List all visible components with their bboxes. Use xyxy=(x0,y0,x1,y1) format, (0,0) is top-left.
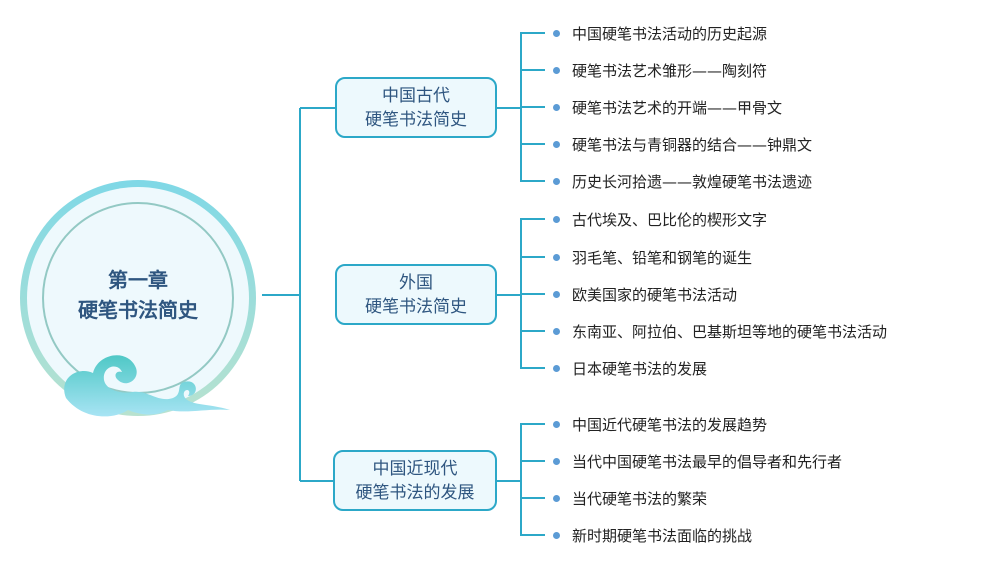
list-item[interactable]: 中国近代硬笔书法的发展趋势 xyxy=(553,414,767,434)
root-title-line2: 硬笔书法简史 xyxy=(78,298,198,322)
list-item-label: 硬笔书法艺术雏形——陶刻符 xyxy=(572,61,768,80)
list-item[interactable]: 硬笔书法与青铜器的结合——钟鼎文 xyxy=(553,134,812,154)
list-item-label: 新时期硬笔书法面临的挑战 xyxy=(572,526,753,545)
branch-foreign[interactable]: 外国 硬笔书法简史 xyxy=(335,264,497,325)
list-item-label: 当代硬笔书法的繁荣 xyxy=(572,489,708,508)
list-item[interactable]: 东南亚、阿拉伯、巴基斯坦等地的硬笔书法活动 xyxy=(553,321,887,341)
list-item[interactable]: 中国硬笔书法活动的历史起源 xyxy=(553,23,767,43)
branch-title-line2: 硬笔书法简史 xyxy=(365,296,467,317)
list-item[interactable]: 历史长河拾遗——敦煌硬笔书法遗迹 xyxy=(553,171,812,191)
branch-title-line2: 硬笔书法简史 xyxy=(365,109,467,130)
bullet-dot-icon xyxy=(553,215,560,223)
root-title: 第一章 硬笔书法简史 xyxy=(27,265,249,325)
list-item-label: 中国近代硬笔书法的发展趋势 xyxy=(572,415,768,434)
branch-modern-china[interactable]: 中国近现代 硬笔书法的发展 xyxy=(333,450,497,511)
bullet-dot-icon xyxy=(553,253,560,261)
list-item-label: 东南亚、阿拉伯、巴基斯坦等地的硬笔书法活动 xyxy=(572,322,888,341)
bullet-dot-icon xyxy=(553,177,560,185)
bullet-dot-icon xyxy=(553,531,560,539)
list-item[interactable]: 羽毛笔、铅笔和钢笔的诞生 xyxy=(553,247,752,267)
list-item[interactable]: 硬笔书法艺术的开端——甲骨文 xyxy=(553,97,782,117)
branch-title-line1: 中国近现代 xyxy=(372,458,458,479)
bullet-dot-icon xyxy=(553,327,560,335)
branch-title-line1: 外国 xyxy=(399,272,433,293)
root-title-line1: 第一章 xyxy=(108,268,168,292)
bullet-dot-icon xyxy=(553,103,560,111)
list-item[interactable]: 欧美国家的硬笔书法活动 xyxy=(553,284,737,304)
bullet-dot-icon xyxy=(553,66,560,74)
branch-title-line2: 硬笔书法的发展 xyxy=(355,482,475,503)
list-item-label: 硬笔书法艺术的开端——甲骨文 xyxy=(572,98,783,117)
bullet-dot-icon xyxy=(553,140,560,148)
list-item[interactable]: 硬笔书法艺术雏形——陶刻符 xyxy=(553,60,767,80)
list-item[interactable]: 当代中国硬笔书法最早的倡导者和先行者 xyxy=(553,451,842,471)
list-item[interactable]: 新时期硬笔书法面临的挑战 xyxy=(553,525,752,545)
branch-title-line1: 中国古代 xyxy=(382,85,450,106)
bullet-dot-icon xyxy=(553,29,560,37)
list-item[interactable]: 当代硬笔书法的繁荣 xyxy=(553,488,707,508)
list-item-label: 古代埃及、巴比伦的楔形文字 xyxy=(572,210,768,229)
list-item-label: 欧美国家的硬笔书法活动 xyxy=(572,285,738,304)
list-item-label: 中国硬笔书法活动的历史起源 xyxy=(572,24,768,43)
bullet-dot-icon xyxy=(553,420,560,428)
cloud-icon xyxy=(64,355,230,417)
list-item[interactable]: 日本硬笔书法的发展 xyxy=(553,358,707,378)
list-item-label: 历史长河拾遗——敦煌硬笔书法遗迹 xyxy=(572,172,813,191)
bullet-dot-icon xyxy=(553,457,560,465)
bullet-dot-icon xyxy=(553,364,560,372)
list-item-label: 硬笔书法与青铜器的结合——钟鼎文 xyxy=(572,135,813,154)
list-item-label: 日本硬笔书法的发展 xyxy=(572,359,708,378)
bullet-dot-icon xyxy=(553,494,560,502)
root-node[interactable]: 第一章 硬笔书法简史 xyxy=(20,180,256,416)
branch-ancient-china[interactable]: 中国古代 硬笔书法简史 xyxy=(335,77,497,138)
list-item-label: 羽毛笔、铅笔和钢笔的诞生 xyxy=(572,248,753,267)
bullet-dot-icon xyxy=(553,290,560,298)
list-item-label: 当代中国硬笔书法最早的倡导者和先行者 xyxy=(572,452,843,471)
list-item[interactable]: 古代埃及、巴比伦的楔形文字 xyxy=(553,209,767,229)
